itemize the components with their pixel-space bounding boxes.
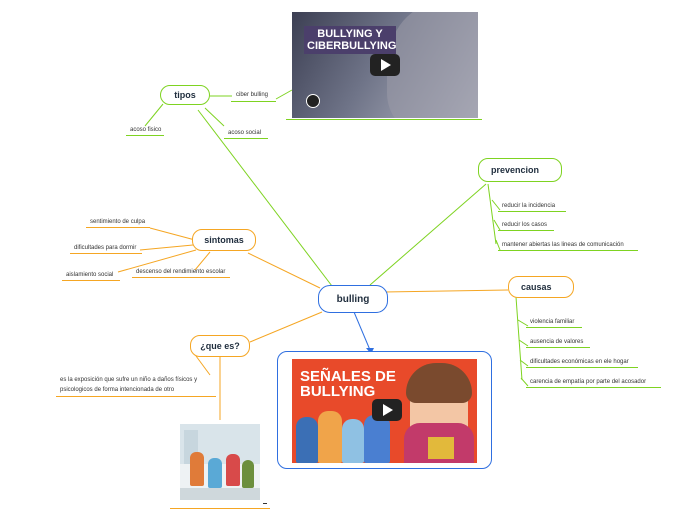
definition-underline: [56, 396, 216, 397]
video-bullying-ciberbullying[interactable]: BULLYING Y CIBERBULLYING: [292, 12, 478, 118]
book-shape: [428, 437, 454, 459]
connector-central-prevencion: [369, 183, 487, 286]
leaf-underline: [86, 227, 150, 228]
leaf-aislamiento-social[interactable]: aislamiento social: [66, 272, 114, 278]
leaf-dificultades-economicas[interactable]: dificultades económicas en ele hogar: [530, 359, 629, 365]
connector-quees-definition: [195, 355, 211, 376]
topic-tipos[interactable]: tipos: [160, 85, 210, 105]
topic-causas[interactable]: causas: [508, 276, 574, 298]
leaf-underline: [224, 138, 268, 139]
connector-central-quees: [249, 311, 323, 343]
prevencion-label: prevencion: [491, 165, 540, 175]
connector-sintomas-leaves: [117, 227, 211, 273]
topic-que-es[interactable]: ¿que es?: [190, 335, 250, 357]
leaf-descenso-rendimiento[interactable]: descenso del rendimiento escolar: [136, 269, 226, 275]
sintomas-label: sintomas: [204, 235, 244, 245]
leaf-mantener-lineas[interactable]: mantener abiertas las lineas de comunica…: [502, 242, 624, 248]
bullying-illustration-image: [180, 424, 260, 500]
video-underline: [286, 119, 482, 120]
leaf-underline: [526, 387, 661, 388]
child-figure-4: [242, 460, 254, 488]
image-underline: [170, 508, 270, 509]
leaf-carencia-empatia[interactable]: carencia de empatía por parte del acosad…: [530, 379, 647, 385]
floor: [180, 488, 260, 500]
connector-causas-leaves: [515, 296, 529, 387]
kid-figure-4: [364, 415, 390, 463]
leaf-underline: [498, 250, 638, 251]
leaf-underline: [231, 101, 276, 102]
video-senales-de-bullying[interactable]: SEÑALES DE BULLYING: [292, 359, 477, 463]
leaf-acoso-fisico[interactable]: acoso fisico: [130, 127, 162, 133]
central-label: bulling: [336, 293, 370, 305]
child-figure-3: [226, 454, 240, 486]
child-figure-2: [208, 458, 222, 488]
causas-label: causas: [521, 282, 552, 292]
definition-line-2: psicologicos de forma intencionada de ot…: [60, 387, 175, 393]
tipos-label: tipos: [174, 90, 196, 100]
leaf-underline: [526, 327, 582, 328]
leaf-acoso-social[interactable]: acoso social: [228, 130, 262, 136]
kid-figure-3: [342, 419, 364, 463]
leaf-reducir-incidencia[interactable]: reducir la incidencia: [502, 203, 556, 209]
connector-ciber-video: [275, 89, 293, 100]
leaf-dificultades-dormir[interactable]: dificultades para dormir: [74, 245, 137, 251]
leaf-underline: [70, 253, 142, 254]
topic-prevencion[interactable]: prevencion: [478, 158, 562, 182]
kid-figure-2: [318, 411, 342, 463]
central-node[interactable]: bulling: [318, 285, 388, 313]
video-senales-frame[interactable]: SEÑALES DE BULLYING: [277, 351, 492, 469]
leaf-violencia-familiar[interactable]: violencia familiar: [530, 319, 575, 325]
video-senales-title-2: BULLYING: [300, 383, 376, 400]
leaf-underline: [498, 230, 554, 231]
video-title-box: BULLYING Y CIBERBULLYING: [304, 26, 396, 54]
underline-dash: [263, 503, 267, 504]
leaf-underline: [132, 277, 230, 278]
channel-logo-icon: [306, 94, 320, 108]
play-button-icon[interactable]: [372, 399, 402, 421]
leaf-underline: [62, 280, 120, 281]
connector-central-tipos: [197, 109, 336, 291]
leaf-reducir-casos[interactable]: reducir los casos: [502, 222, 548, 228]
connector-tipos-fisico: [144, 103, 164, 127]
leaf-underline: [526, 367, 638, 368]
leaf-underline: [126, 135, 164, 136]
connector-central-causas: [383, 289, 509, 293]
play-button-icon[interactable]: [370, 54, 400, 76]
video-senales-title-1: SEÑALES DE: [300, 368, 396, 385]
girl-hair: [406, 363, 472, 403]
hand-shape: [387, 12, 478, 118]
leaf-underline: [526, 347, 590, 348]
connector-central-sintomas: [247, 252, 321, 289]
definition-line-1: es la exposición que sufre un niño a dañ…: [60, 377, 198, 383]
connector-prevencion-leaves: [487, 183, 501, 251]
leaf-ciber-bulling[interactable]: ciber bulling: [236, 92, 269, 98]
leaf-underline: [498, 211, 566, 212]
connector-central-video: [353, 311, 371, 351]
kid-figure-1: [296, 417, 318, 463]
child-figure-1: [190, 452, 204, 486]
leaf-sentimiento-culpa[interactable]: sentimiento de culpa: [90, 219, 146, 225]
topic-sintomas[interactable]: sintomas: [192, 229, 256, 251]
leaf-ausencia-valores[interactable]: ausencia de valores: [530, 339, 584, 345]
connector-tipos-social: [204, 107, 225, 127]
que-es-label: ¿que es?: [200, 341, 240, 351]
